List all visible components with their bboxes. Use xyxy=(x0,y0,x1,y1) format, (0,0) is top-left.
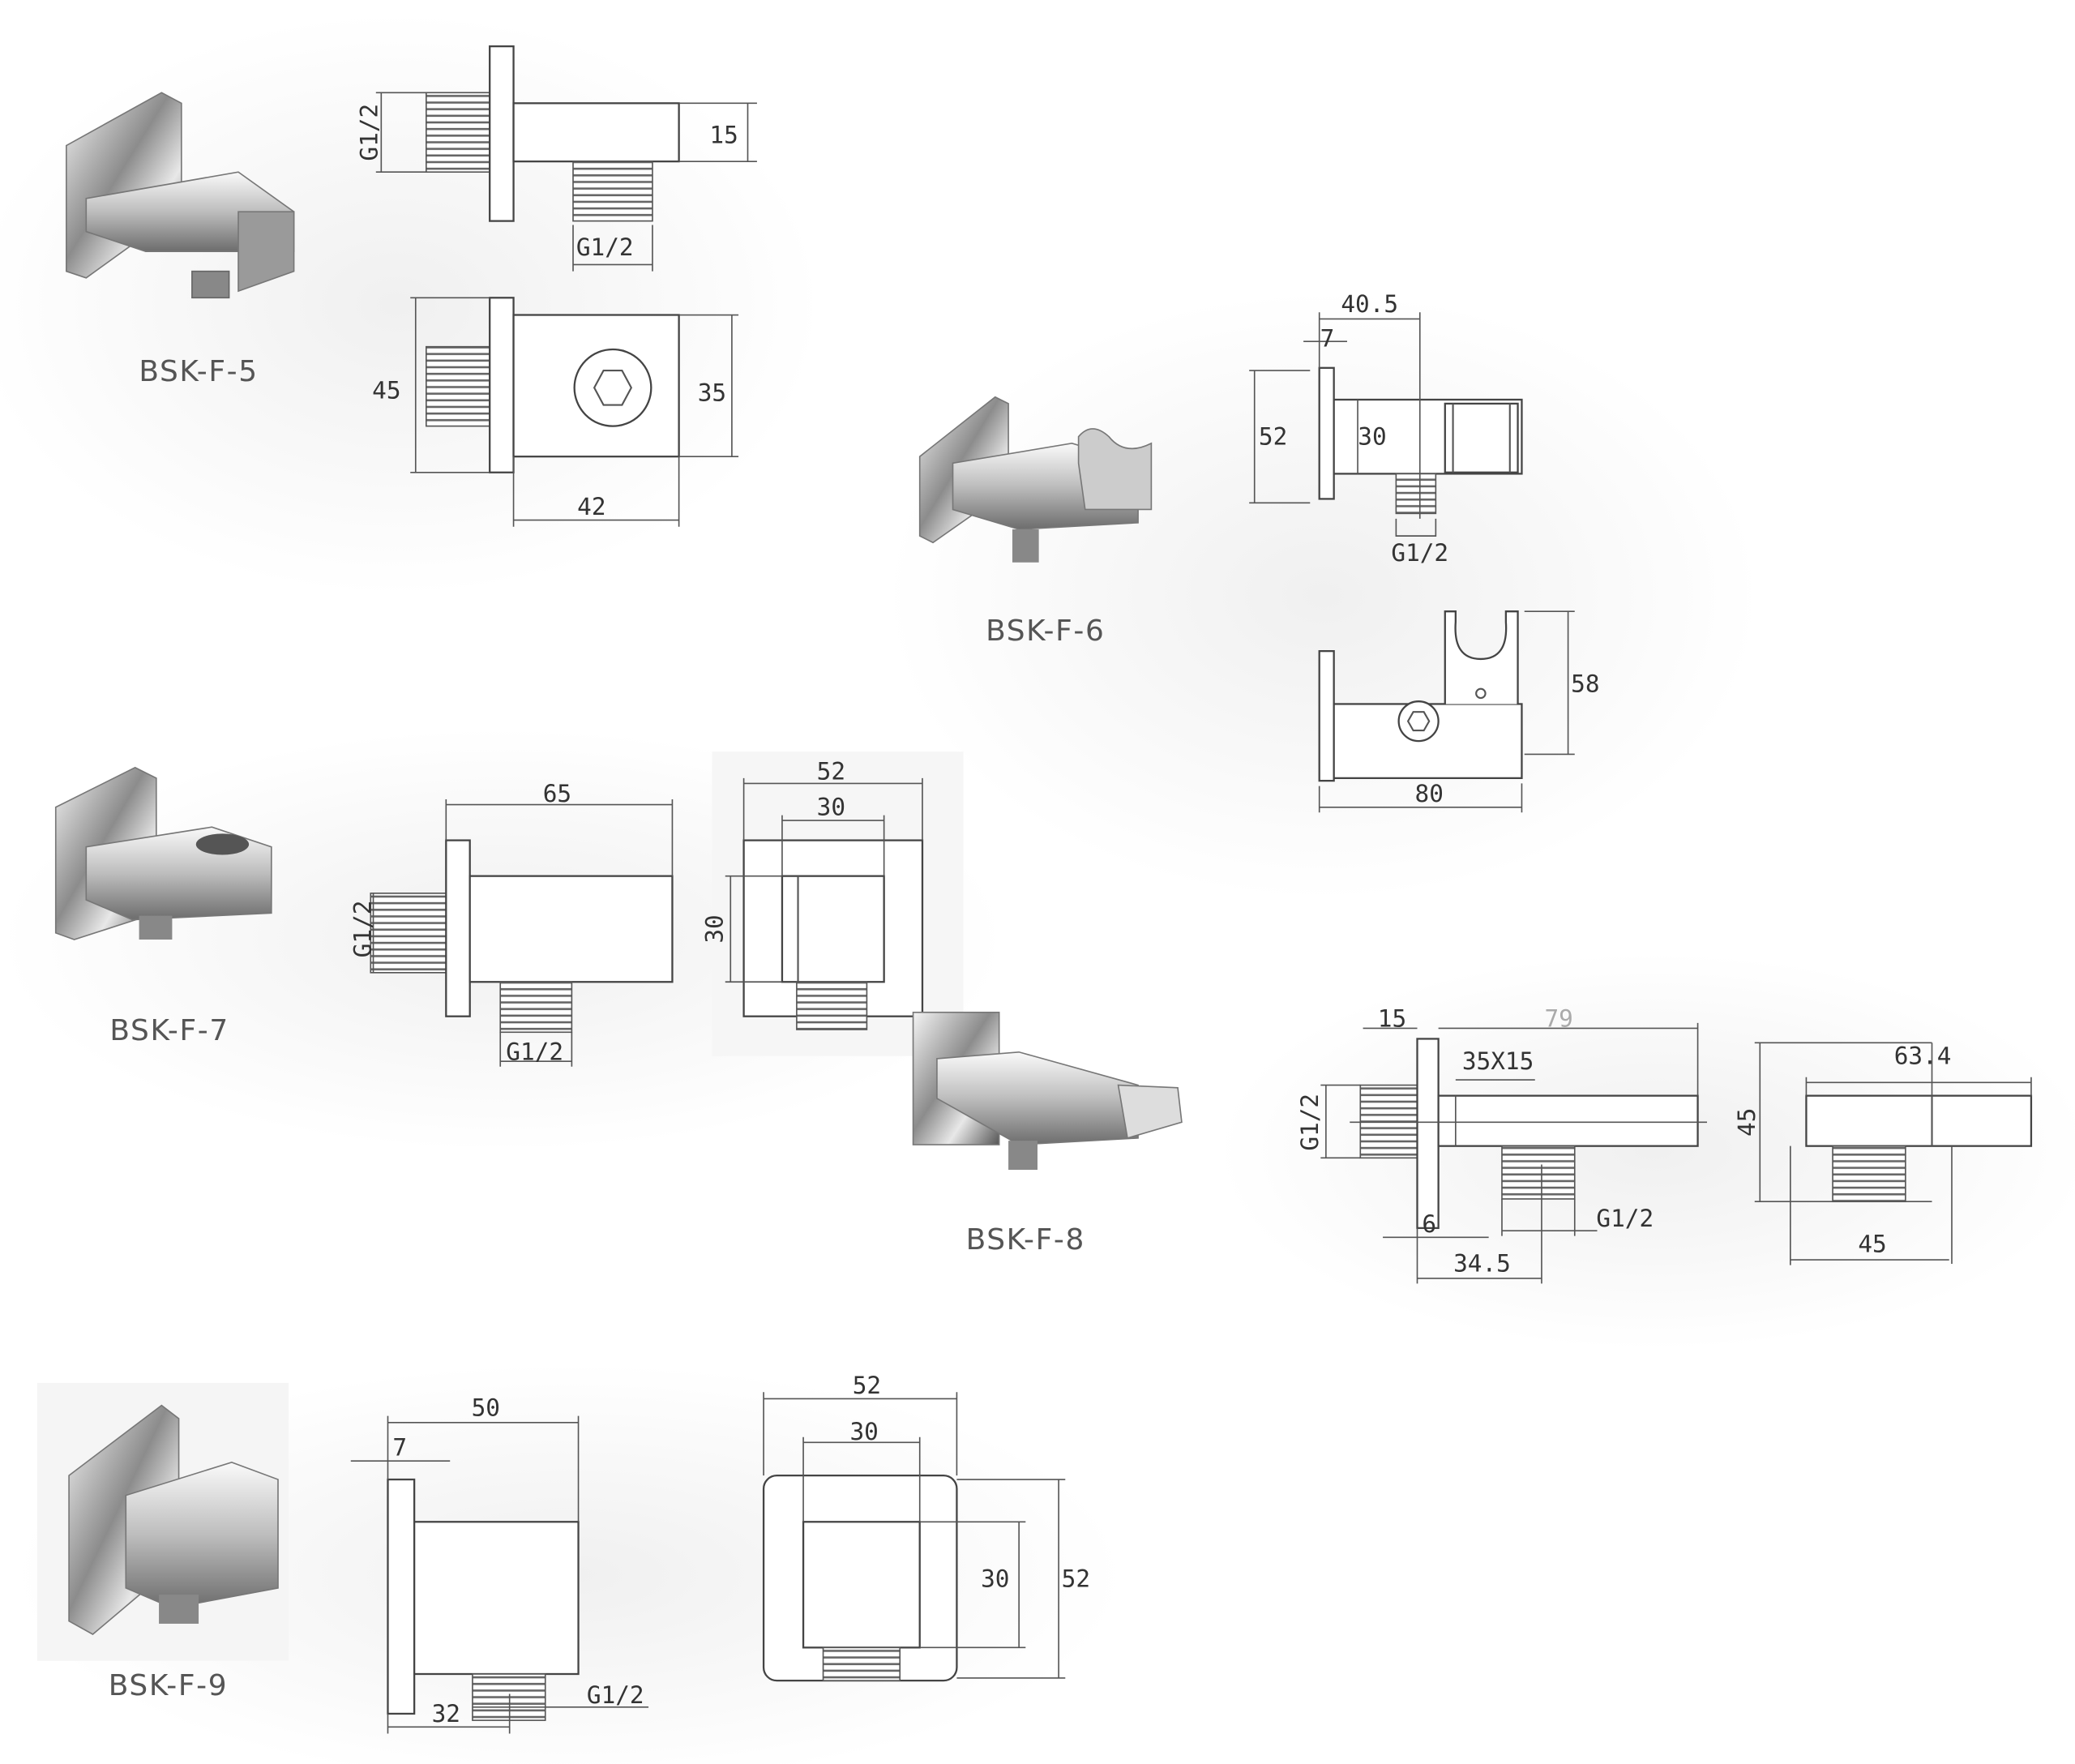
front-view-drawing: 52 30 30 xyxy=(700,751,964,1056)
dimension-label: G1/2 xyxy=(1296,1094,1324,1151)
dimension-label: 58 xyxy=(1571,670,1599,698)
dimension-label: 35 xyxy=(698,379,726,407)
front-view-drawing: 52 30 30 52 xyxy=(762,1372,1090,1682)
side-view-drawing: 15 79 35X15 G1/2 6 G1/2 34.5 xyxy=(1296,1005,1707,1284)
dimension-label: 30 xyxy=(700,914,728,943)
dimension-label: 6 xyxy=(1422,1210,1436,1238)
dimension-label: 45 xyxy=(372,376,400,404)
front-view-drawing: 45 35 42 xyxy=(372,297,739,527)
dimension-label: G1/2 xyxy=(576,233,634,261)
product-bsk-f-9: BSK-F-9 50 7 32 G1/2 52 30 30 52 xyxy=(36,1372,1090,1734)
product-bsk-f-8: BSK-F-8 15 79 35X15 G1/2 6 G1/2 34.5 xyxy=(912,1005,2033,1284)
product-photo-bsk-f-6 xyxy=(918,396,1153,563)
dimension-label: 80 xyxy=(1415,780,1444,807)
side-view-drawing: G1/2 15 G1/2 xyxy=(355,45,757,272)
dimension-label: 30 xyxy=(1358,422,1386,450)
dimension-label: 52 xyxy=(817,757,845,785)
product-photo-bsk-f-5 xyxy=(65,92,295,299)
dimension-label: G1/2 xyxy=(355,104,383,161)
dimension-label: 79 xyxy=(1544,1005,1572,1033)
dimension-label: 50 xyxy=(472,1394,500,1422)
dimension-label: 63.4 xyxy=(1894,1042,1952,1069)
model-label: BSK-F-7 xyxy=(109,1014,229,1047)
dimension-label: G1/2 xyxy=(1596,1205,1654,1232)
dimension-label: G1/2 xyxy=(587,1681,644,1709)
model-label: BSK-F-9 xyxy=(109,1669,228,1702)
product-bsk-f-7: BSK-F-7 65 G1/2 G1/2 52 30 30 xyxy=(54,751,964,1067)
front-view-drawing: 63.4 45 45 xyxy=(1733,1042,2033,1265)
product-photo-bsk-f-9 xyxy=(36,1382,289,1661)
dimension-label: 52 xyxy=(1259,422,1287,450)
dimension-label: 30 xyxy=(981,1565,1009,1592)
model-label: BSK-F-5 xyxy=(139,355,258,388)
dimension-label: 30 xyxy=(817,794,845,821)
front-view-drawing: 58 80 xyxy=(1318,610,1600,813)
dimension-label: 34.5 xyxy=(1453,1250,1511,1278)
model-label: BSK-F-6 xyxy=(986,614,1105,648)
dimension-label: 15 xyxy=(709,121,738,148)
product-photo-bsk-f-8 xyxy=(912,1011,1183,1171)
dimension-label: 52 xyxy=(1062,1565,1090,1592)
dimension-label: 42 xyxy=(577,493,605,520)
dimension-label: 32 xyxy=(432,1700,460,1728)
dimension-label: 45 xyxy=(1733,1108,1761,1137)
dimension-label: 7 xyxy=(1320,325,1335,353)
dimension-label: 45 xyxy=(1858,1230,1886,1257)
dimension-label: 52 xyxy=(853,1372,881,1399)
dimension-label: 35X15 xyxy=(1462,1047,1534,1075)
model-label: BSK-F-8 xyxy=(966,1223,1085,1257)
dimension-label: 65 xyxy=(543,780,571,807)
dimension-label: G1/2 xyxy=(506,1038,563,1066)
dimension-label: 30 xyxy=(849,1418,878,1445)
dimension-label: 15 xyxy=(1378,1005,1406,1033)
side-view-drawing: 65 G1/2 G1/2 xyxy=(349,780,674,1067)
product-bsk-f-6: BSK-F-6 40.5 7 52 30 G1/2 58 xyxy=(918,290,1600,813)
side-view-drawing: 50 7 32 G1/2 xyxy=(350,1394,649,1734)
dimension-label: G1/2 xyxy=(1391,539,1448,567)
dimension-label: G1/2 xyxy=(349,901,376,958)
product-bsk-f-5: BSK-F-5 G1/2 15 G1/2 45 35 42 xyxy=(65,45,757,527)
product-photo-bsk-f-7 xyxy=(54,766,272,940)
side-view-drawing: 40.5 7 52 30 G1/2 xyxy=(1249,290,1523,567)
dimension-label: 40.5 xyxy=(1341,290,1398,318)
dimension-label: 7 xyxy=(392,1434,407,1462)
